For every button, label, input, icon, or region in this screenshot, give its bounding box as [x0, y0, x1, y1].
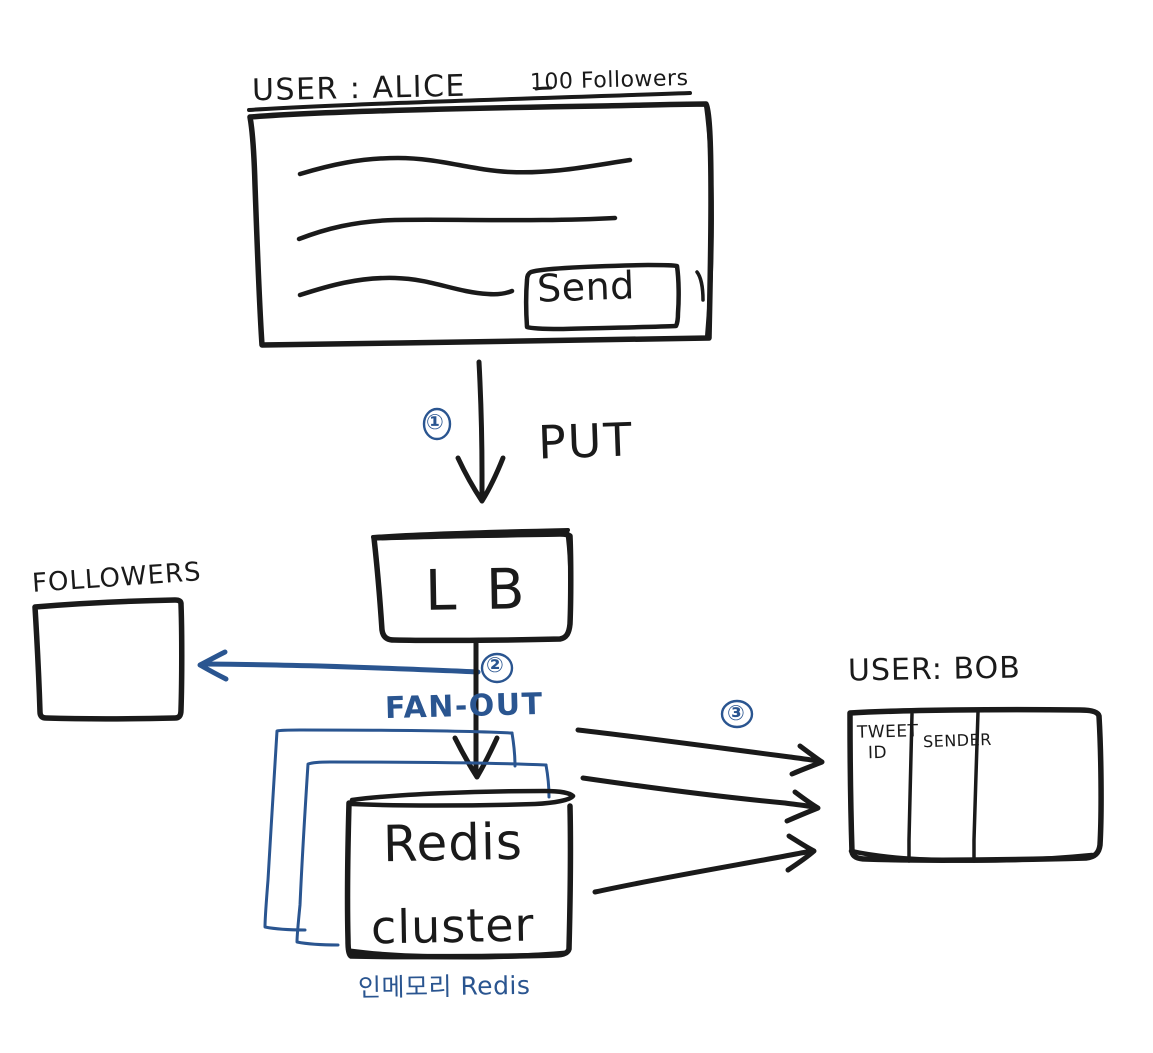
redis-node-stack-blue [263, 728, 551, 947]
alice-user-label: USER : ALICE [251, 68, 467, 109]
bob-column-header-sender: SENDER [922, 729, 993, 752]
followers-box-outline [32, 597, 185, 722]
bob-table-outline [847, 706, 1104, 863]
arrows-redis-to-bob [575, 727, 825, 895]
arrow-lb-to-followers [197, 649, 481, 682]
bob-column-header-id: ID [867, 742, 888, 764]
alice-follower-count-label: 100 Followers [529, 65, 689, 96]
redis-cluster-box [344, 788, 576, 960]
step-2-label-fanout: FAN-OUT [384, 686, 545, 727]
step-1-circle-icon [422, 407, 452, 441]
send-button-outline[interactable] [524, 262, 681, 332]
alice-panel-outline [247, 101, 714, 348]
send-button-label[interactable]: Send [536, 263, 636, 311]
redis-label-line1: Redis [382, 812, 524, 874]
redis-label-line2: cluster [370, 897, 535, 955]
load-balancer-label: L B [424, 557, 531, 624]
step-3-circle-icon [720, 699, 754, 729]
bob-column-header-tweet: TWEET [856, 721, 919, 743]
compose-text-lines [296, 155, 633, 298]
load-balancer-box [371, 528, 574, 644]
bob-user-label: USER: BOB [847, 650, 1022, 689]
step-2-circle-icon [480, 652, 514, 684]
redis-annotation-korean: 인메모리 Redis [357, 970, 531, 1003]
alice-header-underline [247, 86, 692, 112]
step-1-marker: ① [426, 410, 444, 434]
step-2-marker: ② [486, 653, 504, 677]
arrow-alice-to-lb [455, 359, 506, 504]
arrow-lb-to-redis [452, 638, 500, 780]
step-1-label-put: PUT [537, 412, 635, 470]
step-3-marker: ③ [727, 701, 745, 725]
